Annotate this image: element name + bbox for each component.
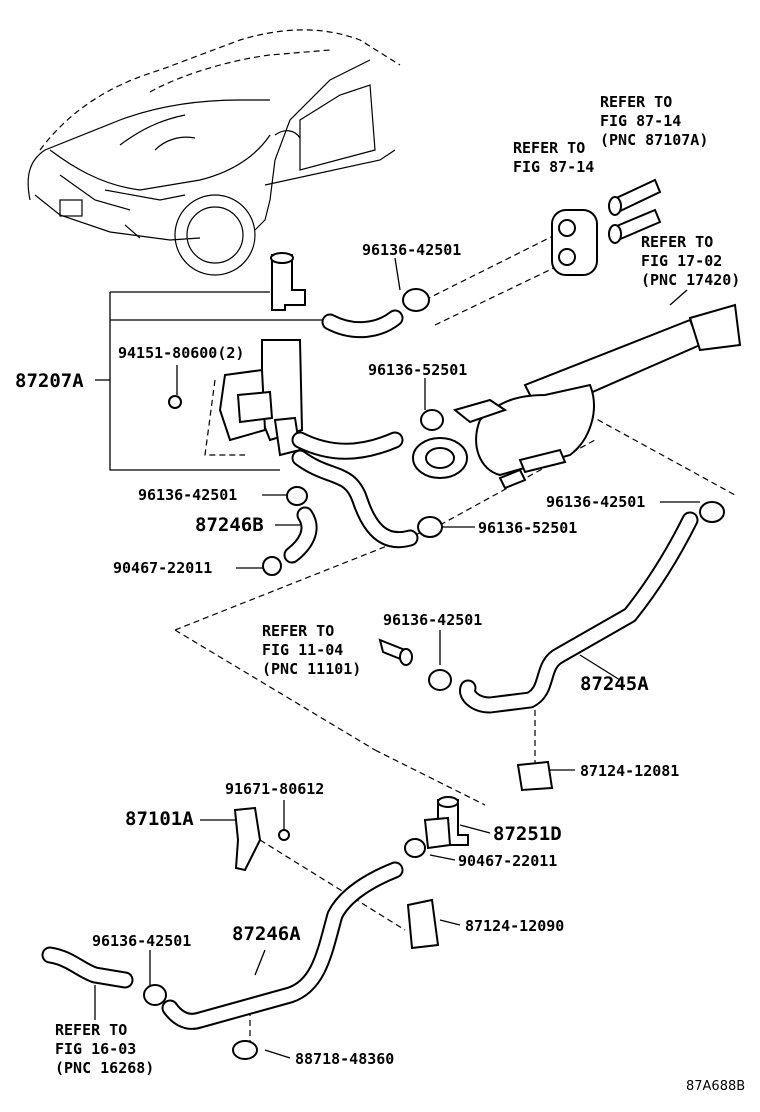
ref-87-14-b-line3: (PNC 87107A) <box>600 131 708 149</box>
exhaust-heater-assembly <box>412 303 742 490</box>
pipe-ends <box>608 178 662 244</box>
ref-87-14-a-line2: FIG 87-14 <box>513 158 594 176</box>
leader-lines <box>94 257 700 1059</box>
label-87251D: 87251D <box>493 823 562 845</box>
label-87124-12090: 87124-12090 <box>465 917 564 935</box>
clamps <box>143 288 725 1060</box>
grommet <box>551 209 598 276</box>
vehicle-illustration <box>27 29 401 276</box>
figure-code: 87A688B <box>686 1079 745 1094</box>
ref-11-04-line2: FIG 11-04 <box>262 641 343 659</box>
label-87245A: 87245A <box>580 673 649 695</box>
label-87246B: 87246B <box>195 514 264 536</box>
ref-11-04-line1: REFER TO <box>262 622 334 640</box>
ref-11-04-line3: (PNC 11101) <box>262 660 361 678</box>
label-90467-22011-a: 90467-22011 <box>113 559 212 577</box>
label-96136-42501-mid: 96136-42501 <box>138 486 237 504</box>
ref-17-02-line3: (PNC 17420) <box>641 271 740 289</box>
hoses <box>41 309 699 1030</box>
label-96136-52501-mid: 96136-52501 <box>478 519 577 537</box>
label-94151-80600: 94151-80600(2) <box>118 344 244 362</box>
label-96136-42501-top: 96136-42501 <box>362 241 461 259</box>
ref-17-02-line1: REFER TO <box>641 233 713 251</box>
ref-16-03-line2: FIG 16-03 <box>55 1040 136 1058</box>
ref-87-14-b-line2: FIG 87-14 <box>600 112 681 130</box>
label-96136-42501-bottom: 96136-42501 <box>92 932 191 950</box>
label-96136-52501-top: 96136-52501 <box>368 361 467 379</box>
guide-lines <box>174 234 736 1045</box>
label-88718-48360: 88718-48360 <box>295 1050 394 1068</box>
ref-16-03-line3: (PNC 16268) <box>55 1059 154 1077</box>
brackets <box>233 760 554 950</box>
ref-16-03-line1: REFER TO <box>55 1021 127 1039</box>
ref-87-14-b-line1: REFER TO <box>600 93 672 111</box>
label-96136-42501-center: 96136-42501 <box>383 611 482 629</box>
label-87207A: 87207A <box>15 370 84 392</box>
label-87124-12081: 87124-12081 <box>580 762 679 780</box>
ref-17-02-line2: FIG 17-02 <box>641 252 722 270</box>
ref-87-14-a-line1: REFER TO <box>513 139 585 157</box>
label-90467-22011-b: 90467-22011 <box>458 852 557 870</box>
label-96136-42501-right: 96136-42501 <box>546 493 645 511</box>
label-87246A: 87246A <box>232 923 301 945</box>
label-91671-80612: 91671-80612 <box>225 780 324 798</box>
label-87101A: 87101A <box>125 808 194 830</box>
